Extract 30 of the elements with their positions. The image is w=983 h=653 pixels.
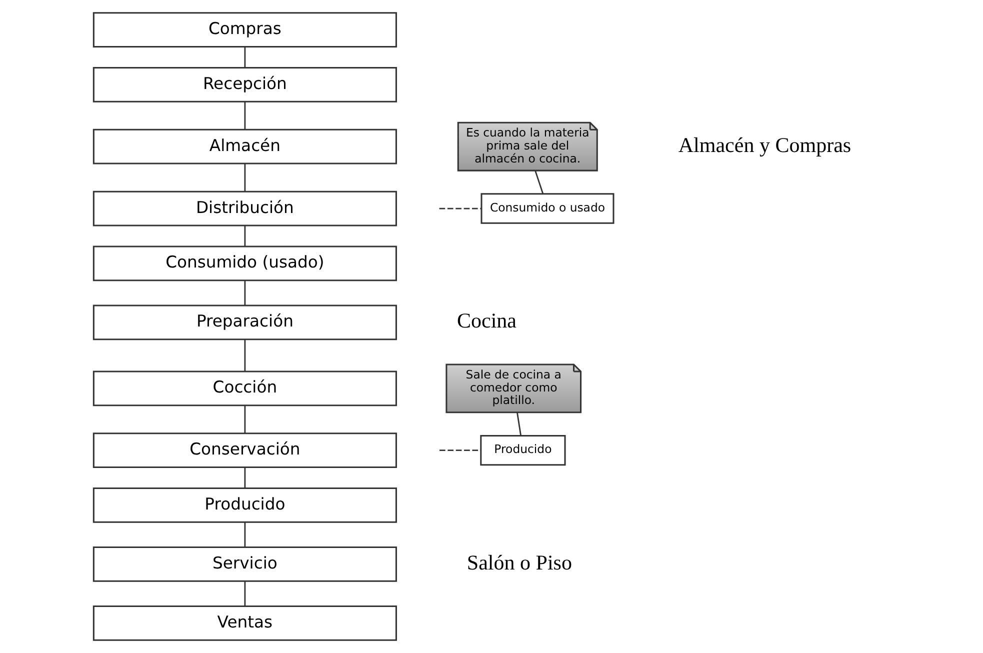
node-box: Producido [480, 434, 566, 466]
node-box: Servicio [92, 546, 396, 582]
connector [439, 450, 480, 452]
connector [244, 47, 246, 68]
node-box: Conservación [92, 432, 396, 468]
node-box: Preparación [92, 304, 396, 340]
node-box: Consumido o usado [480, 193, 614, 224]
connector [244, 280, 246, 306]
connector [244, 468, 246, 488]
connector [516, 412, 521, 436]
node-box: Ventas [92, 606, 396, 641]
connector [244, 340, 246, 372]
node-box: Cocción [92, 370, 396, 406]
connector [534, 170, 544, 194]
connector [244, 522, 246, 547]
node-box: Producido [92, 488, 396, 523]
node-box: Consumido (usado) [92, 246, 396, 282]
connector [244, 226, 246, 246]
node-box: Recepción [92, 67, 396, 102]
label: Almacén y Compras [678, 132, 851, 157]
connector [244, 581, 246, 606]
label: Salón o Piso [466, 550, 572, 574]
node-box: Almacén [92, 128, 396, 164]
connector [244, 406, 246, 434]
connector [438, 208, 481, 210]
label: Cocina [456, 308, 516, 333]
node-box: Distribución [92, 190, 396, 226]
connector [244, 164, 246, 192]
connector [244, 102, 246, 130]
node-box: Compras [92, 12, 396, 48]
